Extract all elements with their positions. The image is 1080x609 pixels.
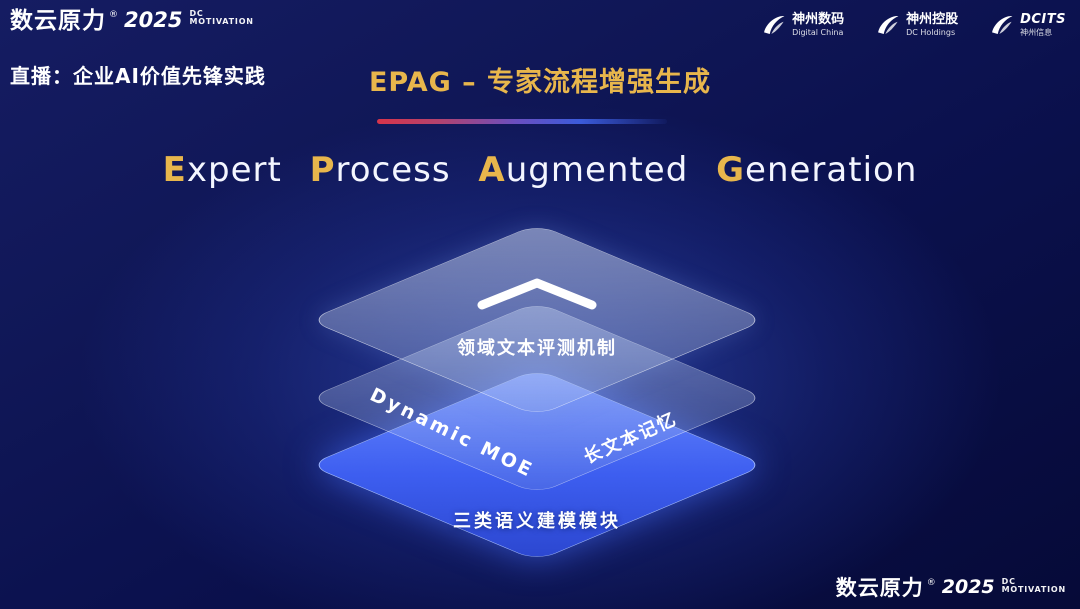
brand-sub-motivation: MOTIVATION: [189, 17, 254, 27]
chevron-up-icon: [472, 275, 602, 317]
dcits-swoosh-icon: [992, 15, 1013, 34]
dcits-logo: DCITS 神州信息: [988, 12, 1066, 38]
brand-registered-mark: ®: [109, 10, 118, 20]
brand-registered-mark: ®: [926, 578, 936, 588]
title-word-process: Process: [310, 150, 451, 190]
dc-holdings-logo: 神州控股 DC Holdings: [874, 12, 958, 38]
title-rest: xpert: [186, 150, 282, 190]
brand-subtitle: DC MOTIVATION: [1001, 577, 1066, 595]
title-initial: G: [716, 150, 746, 190]
digital-china-swoosh-icon: [764, 15, 785, 34]
title-initial: E: [162, 150, 187, 190]
gradient-divider: [377, 119, 667, 124]
title-rest: eneration: [745, 150, 918, 190]
brand-logo-footer: 数云原力 ® 2025 DC MOTIVATION: [835, 576, 1066, 600]
title-word-generation: Generation: [716, 150, 917, 190]
brand-sub-dc: DC: [1001, 577, 1016, 586]
dc-holdings-swoosh-icon: [878, 15, 899, 34]
title-word-augmented: Augmented: [478, 150, 688, 190]
brand-year: 2025: [941, 576, 995, 598]
top-layer-label: 领域文本评测机制: [457, 338, 617, 359]
brand-name: 数云原力: [10, 8, 106, 34]
brand-subtitle: DC MOTIVATION: [189, 9, 254, 27]
title-rest: rocess: [335, 150, 451, 190]
brand-sub-dc: DC: [189, 9, 204, 18]
bottom-layer-label: 三类语义建模模块: [453, 511, 621, 532]
partner-subtitle: DC Holdings: [906, 28, 956, 37]
page-title: Expert Process Augmented Generation: [0, 150, 1080, 190]
brand-name: 数云原力: [835, 576, 924, 600]
title-initial: P: [309, 150, 336, 190]
title-rest: ugmented: [505, 150, 689, 190]
brand-logo-header: 数云原力 ® 2025 DC MOTIVATION: [10, 8, 254, 34]
brand-sub-motivation: MOTIVATION: [1001, 585, 1066, 595]
slide-title: EPAG – 专家流程增强生成: [368, 67, 712, 98]
partner-title: DCITS: [1020, 12, 1066, 28]
live-label: 直播：企业AI价值先锋实践: [10, 64, 266, 88]
title-initial: A: [478, 150, 506, 190]
partner-title: 神州控股: [906, 12, 959, 28]
partner-subtitle: Digital China: [792, 28, 844, 37]
partner-subtitle: 神州信息: [1020, 28, 1053, 37]
partner-logos: 神州数码 Digital China 神州控股 DC Holdings DCIT…: [760, 12, 1066, 38]
brand-year: 2025: [124, 8, 183, 32]
digital-china-logo: 神州数码 Digital China: [760, 12, 844, 38]
title-word-expert: Expert: [163, 150, 282, 190]
partner-title: 神州数码: [792, 12, 845, 28]
